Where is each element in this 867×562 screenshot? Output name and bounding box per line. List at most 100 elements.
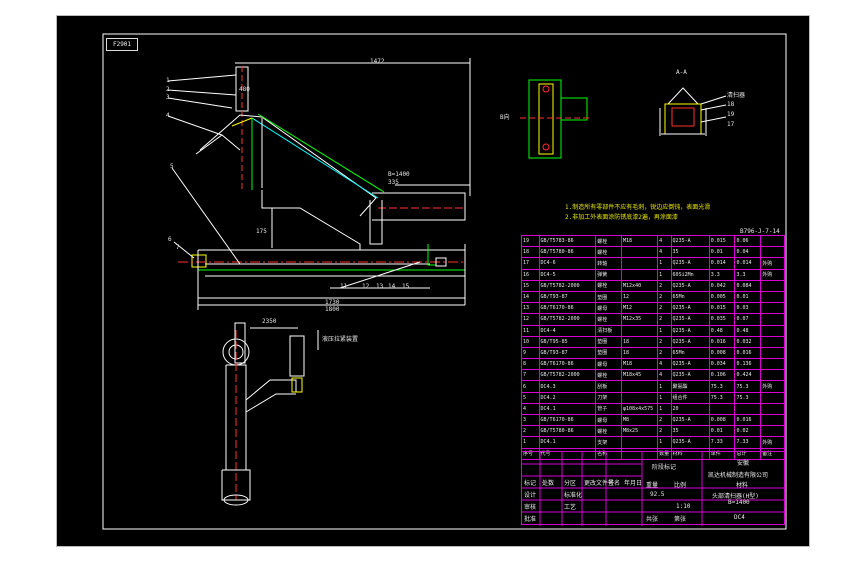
bom-cell: 0.04 [734, 246, 762, 259]
bom-cell: GB/T5783-86 [538, 234, 597, 248]
bom-cell: Q235-A [670, 313, 710, 326]
bom-cell: 6 [521, 380, 540, 393]
bom-cell [760, 358, 785, 371]
bom-cell: 聚氨酯 [670, 380, 710, 393]
inner-border [102, 33, 787, 530]
revision: B796-J-7-14 [740, 228, 780, 235]
bom-cell: 0.136 [734, 358, 762, 371]
bom-cell: 3.3 [734, 268, 762, 281]
dim-small: 2350 [262, 318, 277, 325]
bom-cell: 0.008 [708, 346, 736, 360]
leader-12: 12 [362, 283, 370, 290]
bom-cell: 螺栓 [595, 369, 623, 382]
bom-cell: 0.03 [734, 302, 762, 315]
bom-cell: 2 [521, 425, 540, 438]
bom-cell: DC4.2 [538, 391, 597, 404]
bom-cell: 75.3 [734, 380, 762, 393]
bom-cell: 0.032 [734, 335, 762, 348]
bom-cell: GB/T6170-86 [538, 358, 597, 371]
bom-cell: GB/T5782-2000 [538, 313, 597, 326]
bom-cell [621, 268, 659, 281]
bom-cell: 9 [521, 346, 540, 360]
bom-cell [734, 402, 762, 416]
bom-cell: M18 [621, 358, 659, 371]
bom-cell: 8 [521, 358, 540, 371]
tb-sheets: 共张 [646, 516, 659, 523]
bom-cell: 组合件 [670, 391, 710, 404]
aa-label-3: 19 [727, 111, 735, 118]
bom-cell: 转轴 [595, 257, 623, 270]
bom-cell: 1 [657, 402, 672, 416]
bom-cell: DC4-6 [538, 257, 597, 270]
bom-cell: 垫圈 [595, 346, 623, 360]
bom-cell: 材料 [670, 447, 710, 460]
company-line1: 安徽 [737, 460, 750, 467]
bom-cell: 2 [657, 290, 672, 304]
bom-cell [621, 436, 659, 449]
bom-cell: 13 [521, 302, 540, 315]
bom-cell: GB/T6170-86 [538, 413, 597, 427]
bom-cell: 外购 [760, 257, 785, 270]
bom-cell: 3 [521, 413, 540, 427]
bom-cell: 1 [657, 436, 672, 449]
bom-cell: 35 [670, 425, 710, 438]
bom-cell: 75.3 [708, 391, 736, 404]
leader-15: 15 [402, 283, 410, 290]
bom-cell: 总计 [734, 447, 762, 460]
bom-cell: 刮板 [595, 380, 623, 393]
aa-label-2: 18 [727, 101, 735, 108]
leader-5: 5 [170, 163, 174, 170]
bom-cell [760, 346, 785, 360]
bom-cell: 2 [657, 302, 672, 315]
bom-cell [621, 257, 659, 270]
bom-cell: 0.042 [708, 279, 736, 292]
bom-row: 序号代号名称数量材料单件总计备注 [521, 447, 785, 460]
dim-base2: 1800 [325, 306, 340, 313]
title-block-grid [522, 452, 786, 526]
tb-standard: 标准化 [564, 492, 583, 499]
bom-cell: DC4.1 [538, 436, 597, 449]
leader-4: 4 [166, 112, 170, 119]
bom-cell: 0.01 [734, 290, 762, 304]
bom-cell: 7 [521, 369, 540, 382]
bom-cell: 数量 [657, 447, 672, 460]
bom-cell: 0.008 [708, 413, 736, 427]
leader-13: 13 [376, 283, 384, 290]
bom-cell: GB/T93-87 [538, 290, 597, 304]
bom-cell: 0.016 [734, 346, 762, 360]
bom-cell: 75.3 [708, 380, 736, 393]
lower-side-label: 液压拉紧装置 [322, 336, 359, 343]
bom-cell: 0.016 [708, 335, 736, 348]
bom-cell [621, 380, 659, 393]
title-block: 阶段标记 安徽 凯达机械制造有限公司 头部清扫器(H型) B=1400 DC4 … [521, 451, 786, 526]
view-b [520, 79, 590, 159]
bom-cell: Q235-A [670, 234, 710, 248]
tb-zone: 分区 [564, 480, 577, 487]
bom-cell: 0.106 [708, 369, 736, 382]
bom-cell: M8x25 [621, 425, 659, 438]
bom-cell: Q235-A [670, 324, 710, 337]
leader-11: 11 [340, 283, 348, 290]
section-aa-title: A-A [676, 69, 687, 76]
bom-cell: 16 [521, 268, 540, 281]
tb-sign: 签名 [608, 480, 621, 487]
leader-3: 3 [166, 94, 170, 101]
bom-cell: 10 [521, 335, 540, 348]
bom-cell: DC4-5 [538, 268, 597, 281]
bom-cell [760, 290, 785, 304]
tb-date: 年月日 [624, 480, 643, 487]
bom-cell: 2 [657, 313, 672, 326]
bom-cell: 75.3 [734, 391, 762, 404]
bom-cell: 1 [521, 436, 540, 449]
bom-cell [621, 246, 659, 259]
bom-cell: GB/T5782-2000 [538, 369, 597, 382]
bom-cell: 3.3 [708, 268, 736, 281]
bom-cell: 15 [521, 279, 540, 292]
company-line2: 凯达机械制造有限公司 [708, 472, 769, 479]
